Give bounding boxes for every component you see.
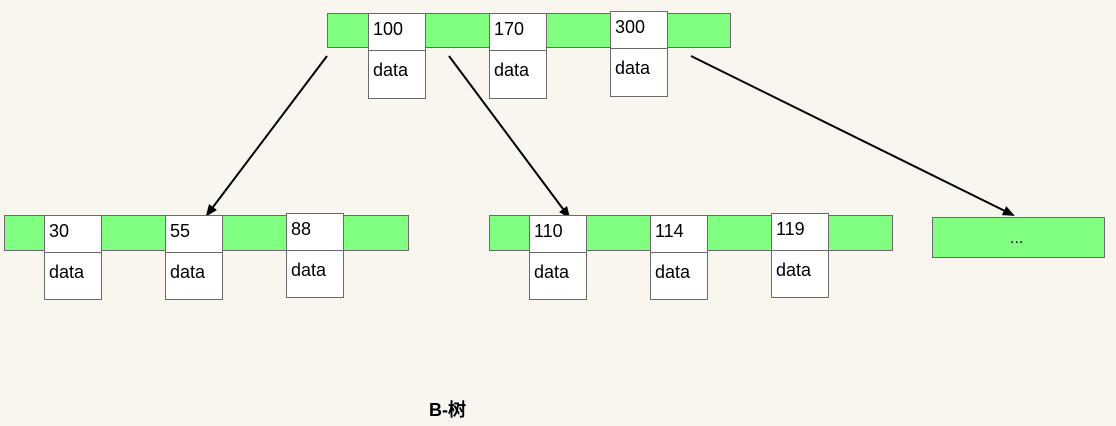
- child-3-ellipsis: ...: [1010, 230, 1024, 247]
- child-1-key-cell-3: 88 data: [286, 213, 344, 298]
- arrow-root-to-child-3: [690, 55, 1015, 216]
- key-value: 110: [530, 216, 586, 253]
- root-key-cell-2: 170 data: [489, 13, 547, 99]
- child-2-key-cell-1: 110 data: [529, 215, 587, 300]
- data-label: data: [776, 260, 812, 280]
- data-label: data: [494, 60, 530, 80]
- child-1-key-cell-1: 30 data: [44, 215, 102, 300]
- key-value: 170: [490, 14, 546, 51]
- diagram-caption: B-树: [429, 400, 466, 420]
- data-label: data: [291, 260, 327, 280]
- child-3-node-bar: [932, 217, 1105, 258]
- key-value: 100: [369, 14, 425, 51]
- arrow-root-to-child-2: [448, 55, 571, 219]
- data-label: data: [49, 262, 85, 282]
- key-value: 119: [772, 214, 828, 251]
- arrow-root-to-child-1: [205, 55, 328, 217]
- data-label: data: [534, 262, 570, 282]
- key-value: 114: [651, 216, 707, 253]
- key-value: 300: [611, 12, 667, 49]
- data-label: data: [615, 58, 651, 78]
- root-key-cell-3: 300 data: [610, 11, 668, 97]
- child-2-key-cell-3: 119 data: [771, 213, 829, 298]
- child-2-key-cell-2: 114 data: [650, 215, 708, 300]
- data-label: data: [373, 60, 409, 80]
- child-1-key-cell-2: 55 data: [165, 215, 223, 300]
- data-label: data: [170, 262, 206, 282]
- data-label: data: [655, 262, 691, 282]
- key-value: 55: [166, 216, 222, 253]
- key-value: 30: [45, 216, 101, 253]
- key-value: 88: [287, 214, 343, 251]
- root-key-cell-1: 100 data: [368, 13, 426, 99]
